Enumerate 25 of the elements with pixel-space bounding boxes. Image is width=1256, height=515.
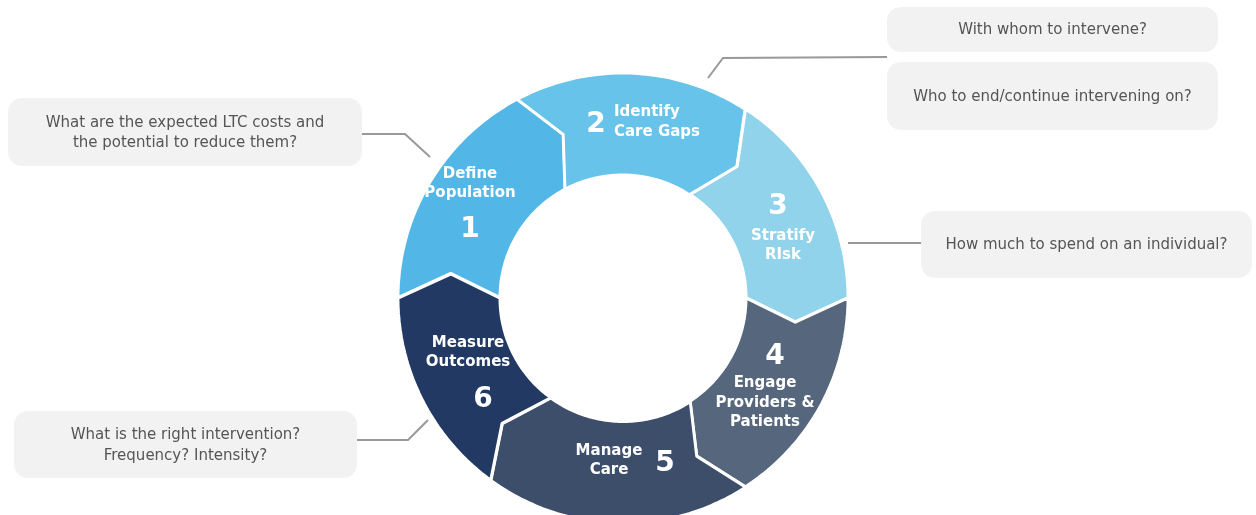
question-callout: With whom to intervene? — [887, 7, 1218, 52]
step-number: 5 — [655, 443, 675, 480]
chevron-segment — [517, 73, 746, 195]
step-number: 6 — [473, 379, 493, 416]
step-number: 1 — [460, 209, 480, 246]
step-number: 3 — [768, 186, 788, 223]
step-label: Manage Care — [574, 440, 644, 480]
step-label: Define Population — [423, 163, 517, 203]
chevron-segment — [398, 273, 551, 480]
question-callout: What is the right intervention? Frequency? Intensity? — [14, 411, 357, 478]
step-number: 4 — [765, 336, 785, 373]
chevron-segment — [398, 99, 566, 298]
step-label: Measure Outcomes — [424, 332, 512, 372]
step-number: 2 — [586, 104, 606, 141]
leader-line — [361, 133, 431, 158]
step-label: Engage Providers & Patients — [714, 372, 816, 432]
step-label: Stratify RIsk — [749, 225, 817, 265]
chevron-segment — [690, 298, 848, 487]
leader-line — [356, 419, 429, 441]
step-label: Identify Care Gaps — [614, 101, 701, 141]
question-callout: What are the expected LTC costs and the potential to reduce them? — [8, 98, 362, 166]
leader-line — [847, 242, 922, 244]
question-callout: How much to spend on an individual? — [921, 211, 1252, 278]
leader-line — [707, 56, 888, 79]
question-callout: Who to end/continue intervening on? — [887, 62, 1218, 130]
